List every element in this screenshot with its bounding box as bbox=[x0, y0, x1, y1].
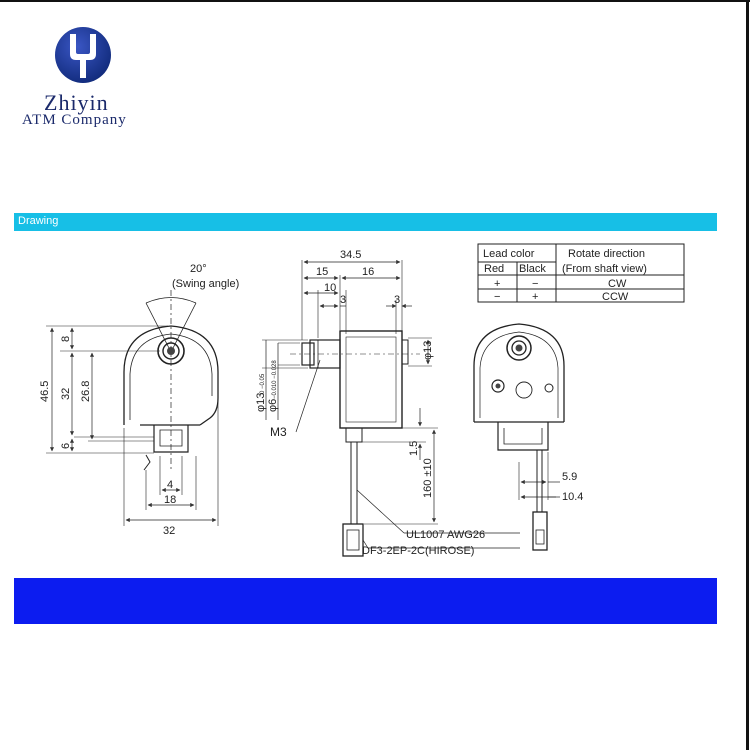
dim-phi13-left: φ13 bbox=[255, 393, 267, 412]
frame-right-line bbox=[746, 0, 749, 750]
company-name: Zhiyin bbox=[44, 90, 109, 115]
dim-34-5: 34.5 bbox=[340, 249, 361, 261]
table-sub-view: (From shaft view) bbox=[562, 263, 647, 275]
frame-top-line bbox=[0, 0, 750, 2]
table-row-2-red: − bbox=[494, 291, 500, 303]
dim-5-9: 5.9 bbox=[562, 471, 577, 483]
lead-color-table bbox=[477, 243, 685, 303]
table-row-2-direction: CCW bbox=[602, 291, 629, 303]
dim-phi13-right: φ13 bbox=[422, 341, 434, 360]
dim-18: 18 bbox=[164, 494, 176, 506]
tol-6: −0.010 −0.028 bbox=[272, 360, 278, 399]
dim-26-8: 26.8 bbox=[80, 381, 92, 402]
dim-3-right: 3 bbox=[394, 294, 400, 306]
back-view bbox=[473, 323, 565, 551]
dim-8: 8 bbox=[60, 336, 72, 342]
drawing-section-bar: Drawing bbox=[14, 213, 717, 231]
table-header-rotate-direction: Rotate direction bbox=[568, 248, 645, 260]
technical-drawing: 20° (Swing angle) 46.5 8 32 26.8 6 4 18 … bbox=[39, 243, 685, 557]
dim-4: 4 bbox=[167, 479, 173, 491]
dim-32-vertical: 32 bbox=[60, 388, 72, 400]
dim-6: 6 bbox=[60, 443, 72, 449]
company-subtitle: ATM Company bbox=[22, 112, 127, 128]
thread-label: M3 bbox=[270, 425, 287, 439]
y-emblem-icon bbox=[55, 27, 111, 83]
table-row-1-direction: CW bbox=[608, 278, 627, 290]
bottom-blue-band bbox=[14, 578, 717, 624]
side-view bbox=[262, 259, 520, 557]
company-logo bbox=[54, 24, 112, 91]
connector-spec-label: DF3-2EP-2C(HIROSE) bbox=[362, 545, 474, 557]
dim-46-5: 46.5 bbox=[39, 381, 51, 402]
dim-15: 15 bbox=[316, 266, 328, 278]
dim-16: 16 bbox=[362, 266, 374, 278]
table-sub-black: Black bbox=[519, 263, 546, 275]
section-title: Drawing bbox=[18, 215, 59, 227]
dim-1-5: 1.5 bbox=[408, 441, 420, 456]
table-row-1-black: − bbox=[532, 278, 538, 290]
dim-32-horizontal: 32 bbox=[163, 525, 175, 537]
dim-3-left: 3 bbox=[340, 294, 346, 306]
front-view bbox=[46, 290, 219, 526]
wire-spec-label: UL1007 AWG26 bbox=[406, 529, 485, 541]
dim-10-4: 10.4 bbox=[562, 491, 583, 503]
swing-angle-label: (Swing angle) bbox=[172, 278, 239, 290]
tol-13: 0 −0.05 bbox=[260, 373, 266, 394]
table-header-lead-color: Lead color bbox=[483, 248, 535, 260]
angle-label: 20° bbox=[190, 263, 207, 275]
table-row-1-red: + bbox=[494, 278, 500, 290]
dim-phi6: φ6 bbox=[267, 399, 279, 412]
table-row-2-black: + bbox=[532, 291, 538, 303]
dim-10: 10 bbox=[324, 282, 336, 294]
table-sub-red: Red bbox=[484, 263, 504, 275]
lead-length-label: 160 ±10 bbox=[422, 458, 434, 498]
